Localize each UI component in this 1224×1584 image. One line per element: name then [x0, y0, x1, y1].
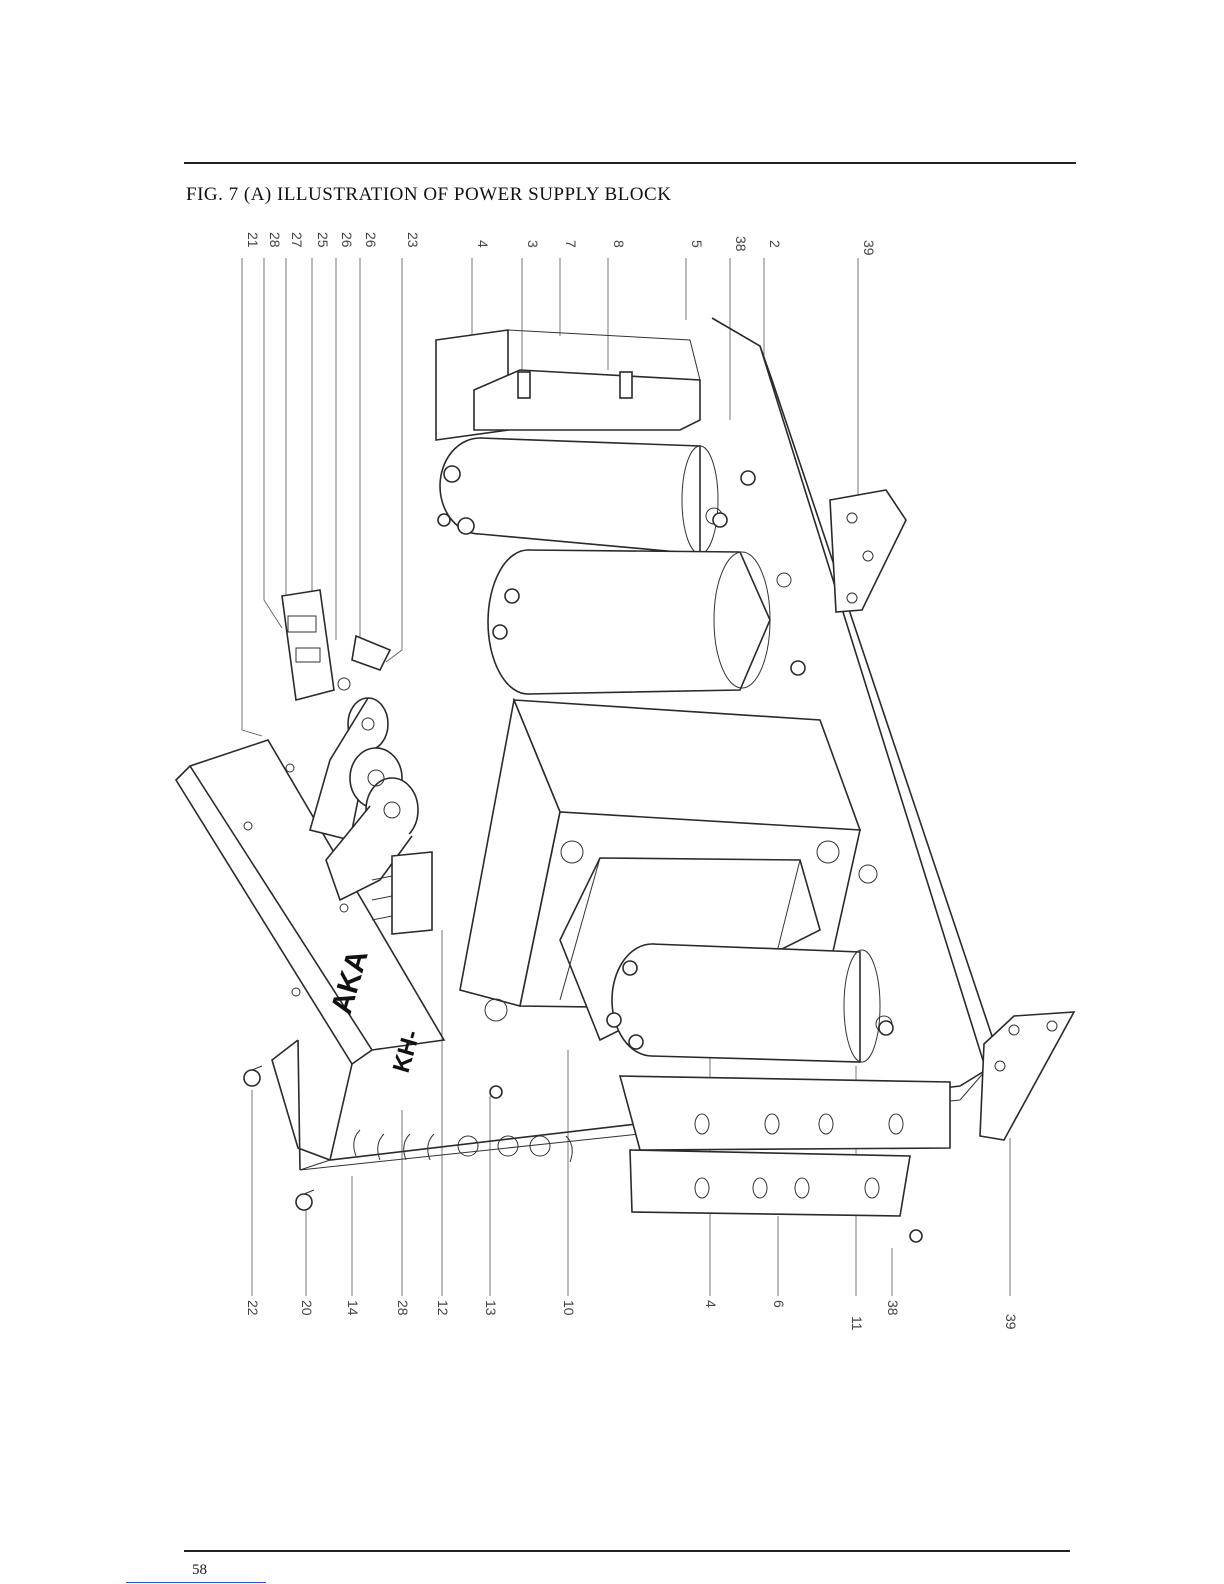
- chassis-marking: AKA KH-: [325, 946, 426, 1075]
- callout-top-12: 5: [689, 240, 705, 248]
- filter-capacitor-2: [488, 550, 791, 694]
- callout-top-7: 23: [405, 232, 421, 248]
- mounting-bracket-upper: [830, 490, 906, 612]
- filter-capacitor-1: [438, 438, 722, 554]
- callout-top-9: 3: [525, 240, 541, 248]
- callout-top-6: 26: [363, 232, 379, 248]
- callout-bottom-11: 38: [885, 1300, 901, 1316]
- page-link-underline: [126, 1582, 266, 1583]
- brand-marking: AKA: [325, 946, 375, 1018]
- callout-bottom-3: 14: [345, 1300, 361, 1316]
- callout-top-10: 7: [563, 240, 579, 248]
- callout-top-13: 38: [733, 236, 749, 252]
- callout-top-4: 25: [315, 232, 331, 248]
- heatsink-block-bottom: [620, 1076, 950, 1216]
- model-marking: KH-: [388, 1027, 426, 1075]
- callout-top-1: 21: [245, 232, 261, 248]
- filter-capacitor-3: [607, 944, 892, 1062]
- callout-bottom-8: 4: [703, 1300, 719, 1308]
- callout-bottom-10: 11: [849, 1316, 865, 1331]
- callout-bottom-2: 20: [299, 1300, 315, 1316]
- callout-bottom-7: 10: [561, 1300, 577, 1316]
- top-callouts: 21 28 27 25 26 26 23 4 3 7 8 5 38 2 39: [245, 232, 877, 256]
- callout-top-8: 4: [475, 240, 491, 248]
- callout-top-14: 2: [767, 240, 783, 248]
- callout-bottom-5: 12: [435, 1300, 451, 1316]
- page-number: 58: [192, 1562, 207, 1579]
- callout-top-2: 28: [267, 232, 283, 248]
- mounting-bracket-lower: [980, 1012, 1074, 1140]
- callout-top-11: 8: [611, 240, 627, 248]
- callout-bottom-1: 22: [245, 1300, 261, 1316]
- callout-bottom-4: 28: [395, 1300, 411, 1316]
- callout-bottom-12: 39: [1003, 1314, 1019, 1330]
- callout-top-5: 26: [339, 232, 355, 248]
- bottom-callouts: 22 20 14 28 12 13 10 4 6 11 38 39: [245, 1300, 1019, 1331]
- callout-top-15: 39: [861, 240, 877, 256]
- callout-top-3: 27: [289, 232, 305, 248]
- callout-bottom-9: 6: [771, 1300, 787, 1308]
- callout-bottom-6: 13: [483, 1300, 499, 1316]
- bottom-rule: [184, 1550, 1070, 1552]
- rectifier-block-top: [436, 330, 700, 440]
